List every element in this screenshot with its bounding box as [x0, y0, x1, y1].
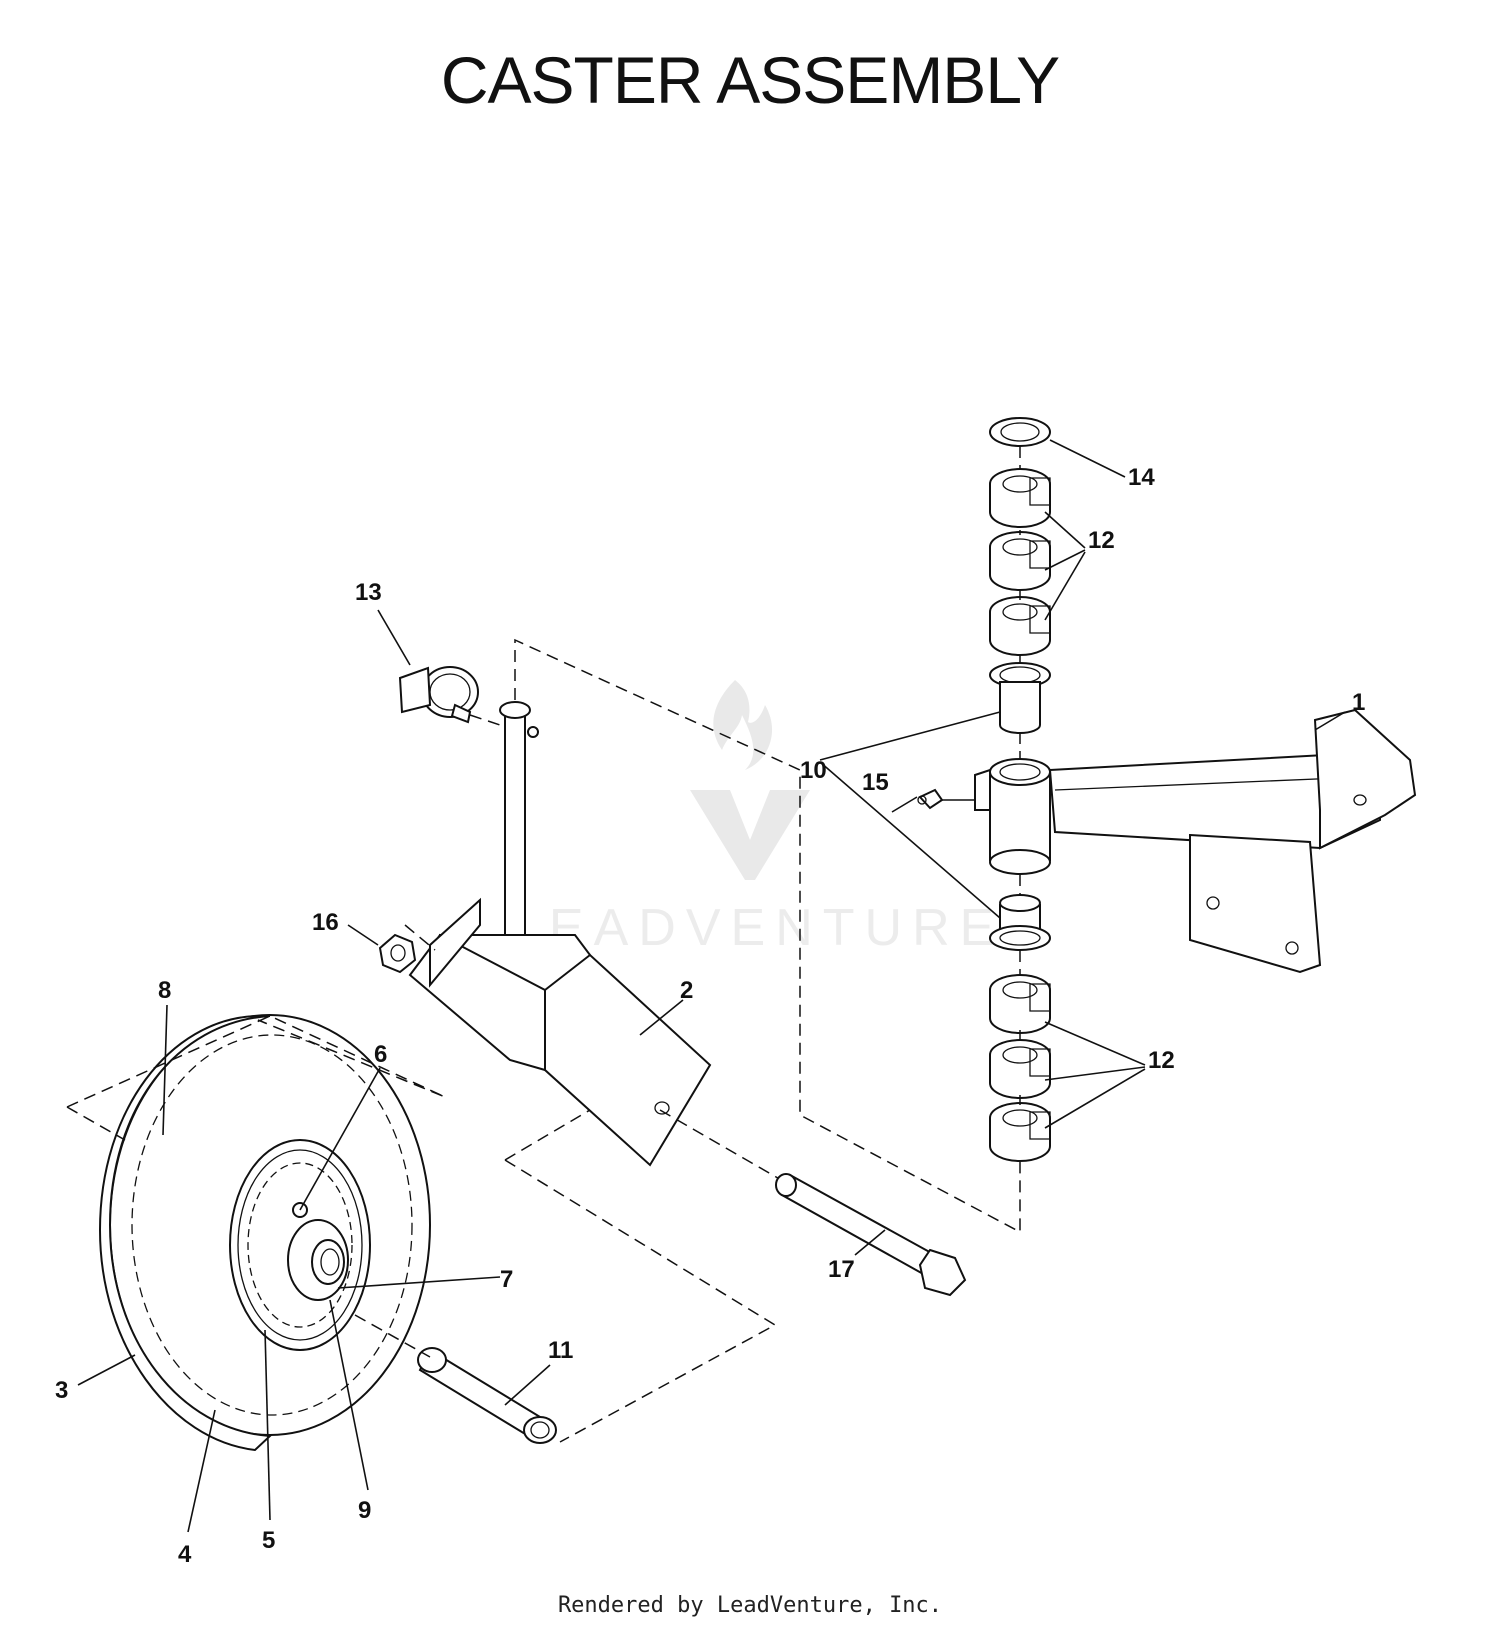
callout-14: 14 [1128, 464, 1155, 491]
caster-mount-arm [974, 708, 1417, 974]
callout-12-upper: 12 [1088, 527, 1115, 554]
wheel-assembly [98, 1014, 431, 1452]
axle-tube [417, 1347, 557, 1444]
callout-3: 3 [55, 1377, 68, 1404]
footer-credit: Rendered by LeadVenture, Inc. [557, 1593, 943, 1618]
callout-2: 2 [680, 977, 693, 1004]
callout-1: 1 [1352, 689, 1365, 716]
callout-7: 7 [500, 1266, 513, 1293]
callout-9: 9 [358, 1497, 371, 1524]
callout-13: 13 [355, 579, 382, 606]
leader-lines [77, 439, 1346, 1533]
grease-fitting [917, 788, 944, 810]
callout-8: 8 [158, 977, 171, 1004]
wheel-axis-line [66, 1015, 446, 1108]
washer-stack-upper [989, 417, 1051, 734]
caster-fork [408, 701, 712, 1167]
callout-16: 16 [312, 909, 339, 936]
page-title: CASTER ASSEMBLY [440, 43, 1060, 117]
callout-5: 5 [262, 1527, 275, 1554]
callout-15: 15 [862, 769, 889, 796]
callout-12-lower: 12 [1148, 1047, 1175, 1074]
callout-10: 10 [800, 757, 827, 784]
callout-4: 4 [178, 1541, 192, 1568]
pivot-bolt [775, 1173, 967, 1297]
callout-6: 6 [374, 1041, 387, 1068]
lynch-pin [398, 666, 479, 724]
watermark-logo [690, 680, 810, 880]
callout-11: 11 [548, 1337, 573, 1364]
watermark-text: LEADVENTURE [510, 899, 1004, 957]
lock-nut [378, 933, 417, 974]
washer-stack-lower [989, 894, 1051, 1162]
callout-17: 17 [828, 1256, 855, 1283]
